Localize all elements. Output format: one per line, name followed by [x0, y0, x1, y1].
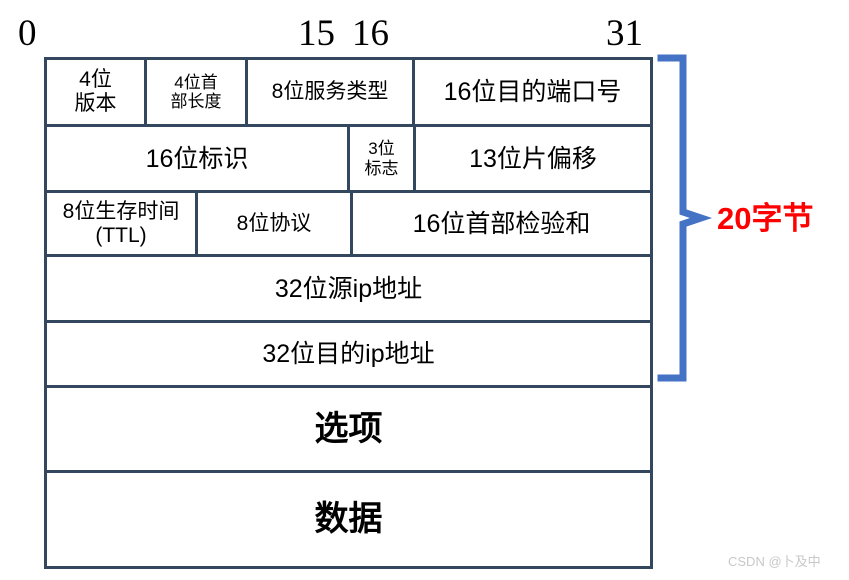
bit-position-ruler: 0 15 16 31	[0, 12, 849, 56]
ruler-tick-16: 16	[352, 13, 389, 54]
cell-fragment-offset-label: 13位片偏移	[469, 144, 597, 173]
cell-flags-line2: 标志	[364, 158, 399, 178]
table-row: 选项	[47, 388, 653, 473]
cell-protocol: 8位协议	[198, 193, 353, 254]
table-row: 数据	[47, 473, 653, 569]
ruler-tick-15: 15	[298, 13, 335, 54]
cell-service-type: 8位服务类型	[248, 60, 415, 124]
cell-ttl: 8位生存时间 (TTL)	[47, 193, 198, 254]
cell-protocol-label: 8位协议	[236, 211, 312, 235]
cell-version-line1: 4位	[79, 68, 112, 92]
watermark: CSDN @卜及中	[728, 554, 821, 569]
cell-header-length: 4位首 部长度	[147, 60, 248, 124]
cell-ttl-line2: (TTL)	[95, 223, 147, 247]
cell-header-length-line2: 部长度	[170, 92, 222, 111]
cell-data: 数据	[47, 473, 653, 566]
ruler-tick-31: 31	[606, 13, 643, 54]
cell-service-type-label: 8位服务类型	[271, 80, 389, 104]
cell-header-length-line1: 4位首	[174, 72, 218, 92]
cell-fragment-offset: 13位片偏移	[416, 127, 653, 190]
cell-destination-ip-label: 32位目的ip地址	[262, 340, 435, 368]
table-row: 8位生存时间 (TTL) 8位协议 16位首部检验和	[47, 193, 653, 257]
cell-options: 选项	[47, 388, 653, 470]
table-row: 32位目的ip地址	[47, 323, 653, 388]
cell-identification-label: 16位标识	[145, 144, 249, 173]
cell-data-label: 数据	[314, 500, 383, 539]
cell-flags-line1: 3位	[368, 139, 395, 159]
table-row: 32位源ip地址	[47, 257, 653, 323]
cell-source-ip: 32位源ip地址	[47, 257, 653, 320]
twenty-byte-label: 20字节	[717, 201, 814, 236]
cell-destination-port: 16位目的端口号	[415, 60, 653, 124]
cell-version: 4位 版本	[47, 60, 147, 124]
ip-header-table: 4位 版本 4位首 部长度 8位服务类型 16位目的端口号 16位标识	[44, 57, 653, 569]
twenty-byte-brace-icon	[657, 54, 713, 382]
cell-source-ip-label: 32位源ip地址	[274, 274, 423, 303]
cell-destination-ip: 32位目的ip地址	[47, 323, 653, 385]
cell-destination-port-label: 16位目的端口号	[443, 78, 622, 106]
cell-ttl-line1: 8位生存时间	[62, 199, 180, 223]
cell-identification: 16位标识	[47, 127, 350, 190]
cell-options-label: 选项	[314, 409, 383, 448]
ruler-tick-0: 0	[18, 13, 37, 54]
cell-version-line2: 版本	[74, 92, 117, 115]
cell-header-checksum-label: 16位首部检验和	[412, 209, 591, 238]
table-row: 16位标识 3位 标志 13位片偏移	[47, 127, 653, 193]
cell-flags: 3位 标志	[350, 127, 416, 190]
cell-header-checksum: 16位首部检验和	[353, 193, 653, 254]
table-row: 4位 版本 4位首 部长度 8位服务类型 16位目的端口号	[47, 60, 653, 127]
